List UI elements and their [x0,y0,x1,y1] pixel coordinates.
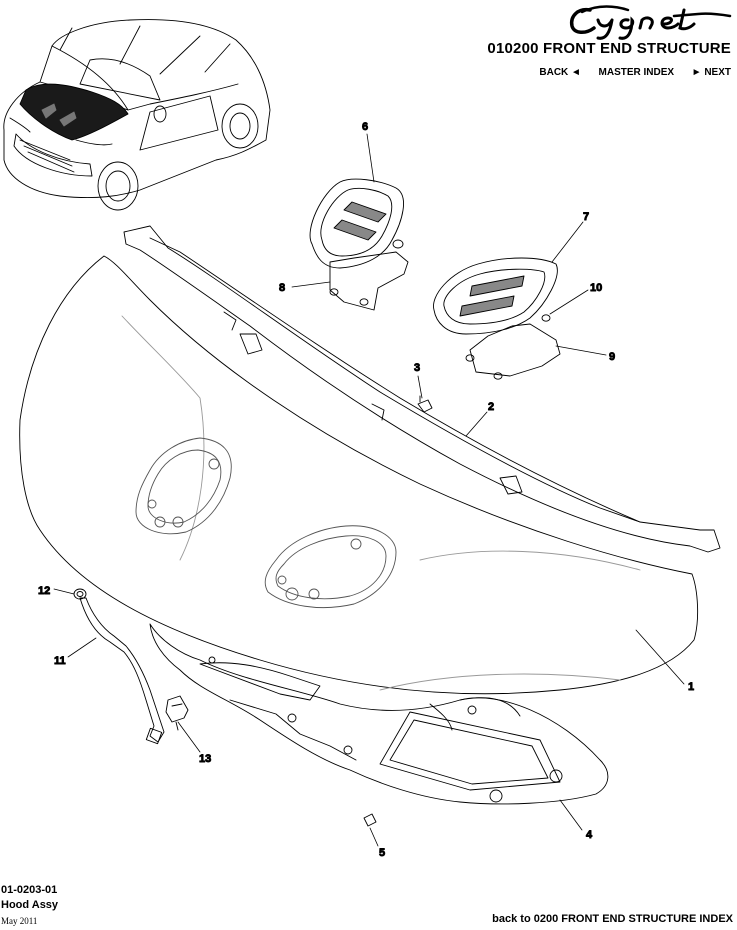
drawing-date: May 2011 [1,916,38,926]
car-thumbnail [3,19,271,211]
part-1-hood [19,255,699,695]
next-label: NEXT [704,67,731,78]
next-link[interactable]: ► NEXT [692,67,731,78]
callout-11: 11 [54,655,66,667]
callout-12: 12 [38,585,50,597]
assembly-name: Hood Assy [1,899,59,911]
back-link[interactable]: BACK ◄ [539,67,581,78]
callout-2: 2 [488,401,494,413]
leader-lines [53,133,685,847]
back-arrow-icon: ◄ [571,67,581,78]
callout-6: 6 [362,121,368,133]
section-title: 010200 FRONT END STRUCTURE [487,40,731,57]
small-fasteners [73,395,433,827]
part-13-clip [165,695,189,731]
callout-5: 5 [379,847,385,859]
callout-1: 1 [688,681,694,693]
callout-4: 4 [586,829,593,841]
callout-10: 10 [590,282,602,294]
callout-8: 8 [279,282,285,294]
callout-7: 7 [583,211,589,223]
back-to-index-link[interactable]: back to 0200 FRONT END STRUCTURE INDEX [492,913,733,925]
back-label: BACK [539,67,569,78]
drawing-code: 01-0203-01 [1,884,58,896]
cygnet-logo [569,5,732,40]
nav-bar: BACK ◄ MASTER INDEX ► NEXT [539,67,731,78]
part-2-seal-strip [123,225,721,553]
next-arrow-icon: ► [691,67,702,78]
part-6-grille [309,178,409,311]
part-7-grille [433,257,561,380]
part-4-insulator [149,623,609,805]
callout-13: 13 [199,753,211,765]
master-index-link[interactable]: MASTER INDEX [598,67,675,78]
callout-3: 3 [414,362,420,374]
callout-9: 9 [609,351,615,363]
part-11-stay-rod [79,597,165,745]
